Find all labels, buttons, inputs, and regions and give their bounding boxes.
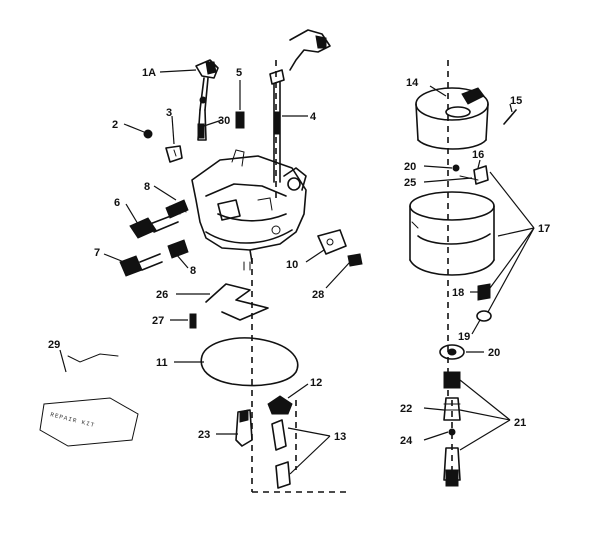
float-bowl (409, 191, 495, 276)
part-6-needle-screw (129, 213, 179, 239)
part-28-screw (347, 253, 363, 267)
callout-19: 19 (458, 331, 470, 343)
callout-1a: 1A (142, 67, 156, 79)
part-26-hinge-wire (205, 261, 269, 321)
part-12-bowl-nut (267, 395, 293, 415)
repair-kit-card: REPAIR KIT (39, 397, 139, 447)
part-10-plate (317, 229, 347, 255)
callout-16: 16 (472, 149, 484, 161)
part-5-spring (235, 111, 245, 129)
callout-3: 3 (166, 107, 172, 119)
part-14-float (415, 87, 489, 150)
leader-lines (59, 69, 535, 475)
callout-5: 5 (236, 67, 242, 79)
part-15-pin (503, 109, 517, 125)
callout-8-lower: 8 (190, 265, 196, 277)
part-13-washers (271, 419, 291, 489)
left-centerline (251, 60, 346, 493)
callout-18: 18 (452, 287, 464, 299)
callout-12: 12 (310, 377, 322, 389)
callout-13: 13 (334, 431, 346, 443)
callout-28: 28 (312, 289, 324, 301)
callout-24: 24 (400, 435, 413, 447)
part-8-spring-lower (167, 239, 189, 259)
callout-22: 22 (400, 403, 412, 415)
callout-11: 11 (156, 357, 168, 369)
part-8-spring-upper (165, 199, 189, 219)
part-20-washer (439, 344, 465, 360)
callout-20-lower: 20 (488, 347, 500, 359)
part-7-adjust-screw (119, 253, 163, 277)
part-16-20-25-needle-seat (452, 164, 489, 185)
part-3-bracket (165, 145, 183, 163)
part-23-fitting (235, 409, 253, 447)
callout-10: 10 (286, 259, 298, 271)
part-4-choke-shaft (269, 29, 331, 183)
callout-labels: 1A 2 3 30 5 4 8 6 7 8 10 28 26 27 29 11 … (48, 67, 550, 447)
part-18-fitting (477, 283, 491, 301)
callout-20-upper: 20 (404, 161, 416, 173)
callout-30: 30 (218, 115, 230, 127)
callout-8-upper: 8 (144, 181, 150, 193)
callout-4: 4 (310, 111, 317, 123)
repair-kit-label: REPAIR KIT (50, 411, 96, 429)
callout-14: 14 (406, 77, 419, 89)
part-19-washer (476, 310, 492, 322)
callout-29: 29 (48, 339, 60, 351)
right-centerline (447, 60, 453, 470)
callout-25: 25 (404, 177, 416, 189)
part-30-screw (197, 123, 205, 139)
part-11-gasket (200, 337, 299, 387)
callout-6: 6 (114, 197, 120, 209)
callout-27: 27 (152, 315, 164, 327)
part-29-wire (67, 353, 119, 363)
callout-15: 15 (510, 95, 522, 107)
callout-23: 23 (198, 429, 210, 441)
part-2-screw (143, 129, 153, 139)
part-21-22-24-jet-assembly (443, 371, 461, 487)
callout-26: 26 (156, 289, 168, 301)
callout-2: 2 (112, 119, 118, 131)
carburetor-body (191, 149, 307, 263)
callout-17: 17 (538, 223, 550, 235)
callout-7: 7 (94, 247, 100, 259)
callout-21: 21 (514, 417, 526, 429)
part-27-pin (189, 313, 197, 329)
